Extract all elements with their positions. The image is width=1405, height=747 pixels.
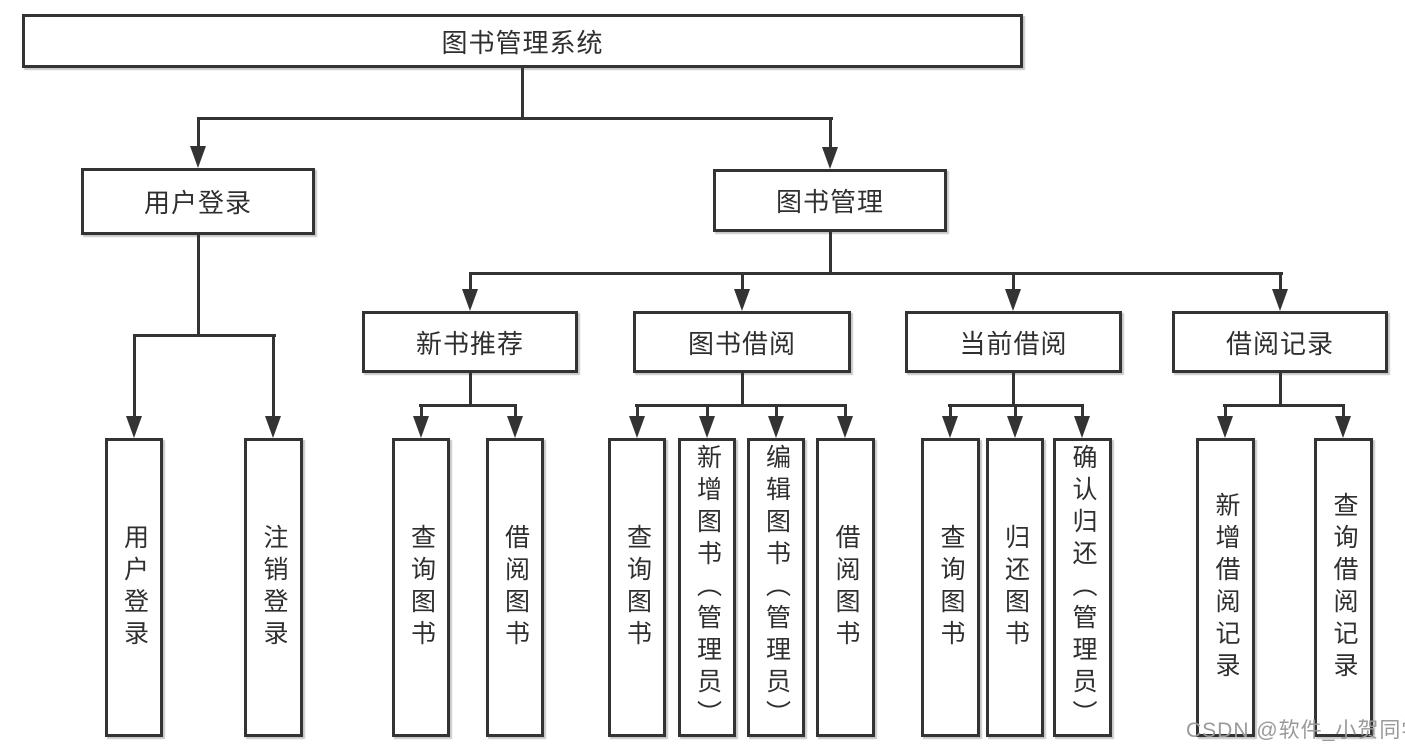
arrowhead	[734, 289, 750, 311]
leaf-add-book-admin: 新增图书（管理员）	[678, 438, 736, 737]
connector-group-bar	[1223, 404, 1345, 407]
arrowhead	[942, 416, 958, 438]
csdn-watermark: CSDN @软件_小贺同学	[1186, 719, 1405, 742]
leaf-return-book-label: 归还图书	[1001, 523, 1030, 652]
arrowhead	[768, 416, 784, 438]
connector-shaft	[706, 404, 709, 417]
connector-root-bar	[197, 117, 833, 120]
arrowhead	[1335, 416, 1351, 438]
arrowhead	[837, 416, 853, 438]
leaf-add-book-admin-label: 新增图书（管理员）	[693, 443, 722, 732]
connector-shaft	[133, 334, 136, 418]
leaf-logout: 注销登录	[244, 438, 303, 737]
arrowhead	[1217, 416, 1233, 438]
connector-group-stem	[469, 372, 472, 407]
node-new-book-recommend: 新书推荐	[362, 311, 578, 373]
leaf-confirm-return-admin: 确认归还（管理员）	[1053, 438, 1112, 737]
leaf-query-borrow-record: 查询借阅记录	[1314, 438, 1373, 737]
leaf-borrow-books-recommend-label: 借阅图书	[501, 523, 530, 652]
connector-shaft	[741, 272, 744, 292]
connector-group-stem	[741, 372, 744, 407]
node-book-management: 图书管理	[713, 169, 947, 232]
connector-userlogin-bar	[133, 334, 276, 337]
leaf-logout-label: 注销登录	[260, 523, 288, 652]
leaf-query-books-borrow-label: 查询图书	[623, 523, 652, 652]
connector-shaft	[469, 272, 472, 292]
connector-shaft	[197, 117, 200, 149]
leaf-query-books-borrow: 查询图书	[608, 438, 666, 737]
connector-root-stem	[521, 67, 524, 118]
connector-shaft	[1224, 404, 1227, 417]
connector-group-stem	[1279, 372, 1282, 407]
connector-userlogin-stem	[197, 234, 200, 337]
connector-bookmgmt-bar	[469, 272, 1283, 275]
leaf-query-borrow-record-label: 查询借阅记录	[1330, 491, 1358, 684]
arrowhead	[413, 416, 429, 438]
connector-shaft	[1012, 272, 1015, 292]
connector-bookmgmt-stem	[829, 231, 832, 275]
node-book-borrow: 图书借阅	[633, 311, 851, 373]
connector-shaft	[829, 117, 832, 150]
arrowhead	[822, 147, 838, 169]
node-current-borrow: 当前借阅	[905, 311, 1122, 373]
leaf-edit-book-admin: 编辑图书（管理员）	[747, 438, 805, 737]
leaf-query-books-current: 查询图书	[921, 438, 980, 737]
leaf-edit-book-admin-label: 编辑图书（管理员）	[762, 443, 791, 732]
node-new-book-recommend-label: 新书推荐	[415, 328, 524, 359]
leaf-add-borrow-record-label: 新增借阅记录	[1212, 491, 1240, 684]
arrowhead	[190, 146, 206, 168]
leaf-confirm-return-admin-label: 确认归还（管理员）	[1069, 443, 1097, 732]
connector-shaft	[636, 404, 639, 417]
leaf-borrow-books-borrow-label: 借阅图书	[832, 523, 860, 652]
arrowhead	[629, 416, 645, 438]
node-library-system: 图书管理系统	[22, 14, 1023, 68]
leaf-query-books-current-label: 查询图书	[937, 523, 965, 652]
connector-group-stem	[1012, 372, 1015, 407]
connector-shaft	[1081, 404, 1084, 417]
leaf-return-book: 归还图书	[986, 438, 1044, 737]
connector-shaft	[949, 404, 952, 417]
connector-group-bar	[419, 404, 517, 407]
arrowhead	[462, 289, 478, 311]
connector-shaft	[514, 404, 517, 417]
leaf-user-login: 用户登录	[105, 438, 163, 737]
arrowhead	[1074, 416, 1090, 438]
node-current-borrow-label: 当前借阅	[959, 328, 1068, 359]
arrowhead	[507, 416, 523, 438]
connector-shaft	[844, 404, 847, 417]
node-borrow-records: 借阅记录	[1172, 311, 1388, 373]
node-borrow-records-label: 借阅记录	[1225, 328, 1334, 359]
leaf-user-login-label: 用户登录	[120, 523, 149, 652]
leaf-query-books-recommend-label: 查询图书	[407, 523, 436, 652]
leaf-add-borrow-record: 新增借阅记录	[1196, 438, 1255, 737]
connector-shaft	[1014, 404, 1017, 417]
node-book-borrow-label: 图书借阅	[687, 328, 796, 359]
leaf-borrow-books-borrow: 借阅图书	[816, 438, 875, 737]
node-user-login-label: 用户登录	[143, 188, 252, 218]
leaf-borrow-books-recommend: 借阅图书	[486, 438, 544, 737]
node-user-login: 用户登录	[81, 168, 315, 235]
arrowhead	[126, 416, 142, 438]
node-library-system-label: 图书管理系统	[441, 27, 604, 58]
leaf-query-books-recommend: 查询图书	[392, 438, 450, 737]
arrowhead	[699, 416, 715, 438]
connector-group-bar	[635, 404, 847, 407]
connector-shaft	[272, 334, 275, 418]
arrowhead	[265, 416, 281, 438]
connector-shaft	[1279, 272, 1282, 292]
arrowhead	[1007, 416, 1023, 438]
connector-shaft	[420, 404, 423, 417]
arrowhead	[1005, 289, 1021, 311]
connector-shaft	[775, 404, 778, 417]
arrowhead	[1272, 289, 1288, 311]
connector-shaft	[1342, 404, 1345, 417]
node-book-management-label: 图书管理	[775, 187, 884, 217]
